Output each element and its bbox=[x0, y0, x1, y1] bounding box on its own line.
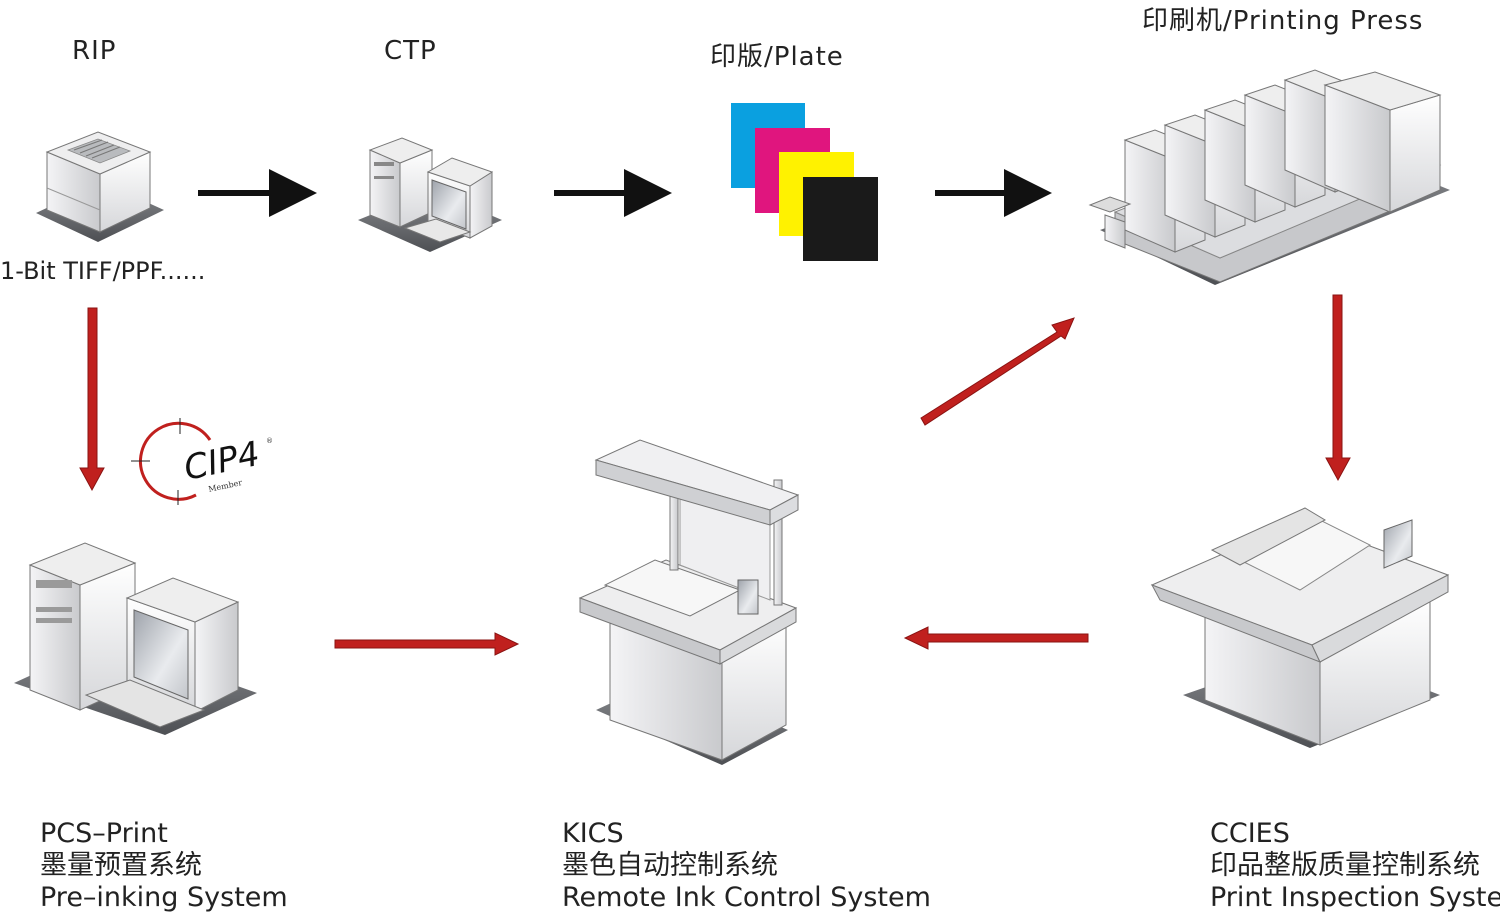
rip-server-icon bbox=[36, 131, 164, 242]
arrow-ccies-to-kics bbox=[903, 626, 1089, 650]
caption-ccies-line1: CCIES bbox=[1210, 818, 1290, 849]
caption-kics-line2: 墨色自动控制系统 bbox=[562, 850, 778, 881]
caption-pcs-line1: PCS–Print bbox=[40, 818, 168, 849]
label-rip: RIP bbox=[72, 36, 117, 66]
caption-kics-line1: KICS bbox=[562, 818, 624, 849]
arrow-pcs-to-kics bbox=[334, 632, 520, 656]
ctp-computer-icon bbox=[358, 137, 502, 252]
arrow-rip-to-pcs bbox=[79, 307, 105, 492]
label-ctp: CTP bbox=[384, 36, 437, 66]
label-plate: 印版/Plate bbox=[710, 42, 844, 72]
pcs-computer-icon bbox=[14, 542, 257, 735]
caption-pcs-line3: Pre–inking System bbox=[40, 882, 288, 913]
caption-pcs-line2: 墨量预置系统 bbox=[40, 850, 202, 881]
plate-stack-icon bbox=[731, 103, 878, 261]
cip4-logo: CIP4 Member ® bbox=[131, 418, 273, 505]
svg-text:CIP4: CIP4 bbox=[181, 434, 264, 489]
label-rip-formats: 1-Bit TIFF/PPF...... bbox=[0, 257, 206, 285]
caption-ccies: CCIES 印品整版质量控制系统 Print Inspection System bbox=[1210, 818, 1500, 914]
red-arrows bbox=[79, 294, 1351, 656]
printing-press-icon bbox=[1088, 69, 1450, 285]
label-printing-press: 印刷机/Printing Press bbox=[1142, 6, 1424, 36]
svg-text:®: ® bbox=[266, 437, 273, 445]
ccies-inspection-table-icon bbox=[1150, 507, 1450, 748]
caption-ccies-line3: Print Inspection System bbox=[1210, 882, 1500, 913]
caption-kics: KICS 墨色自动控制系统 Remote Ink Control System bbox=[562, 818, 931, 914]
arrow-press-to-ccies bbox=[1325, 294, 1351, 482]
kics-console-icon bbox=[578, 439, 800, 765]
caption-ccies-line2: 印品整版质量控制系统 bbox=[1210, 850, 1480, 881]
caption-pcs: PCS–Print 墨量预置系统 Pre–inking System bbox=[40, 818, 288, 914]
caption-kics-line3: Remote Ink Control System bbox=[562, 882, 931, 913]
arrow-kics-to-press bbox=[920, 317, 1075, 426]
